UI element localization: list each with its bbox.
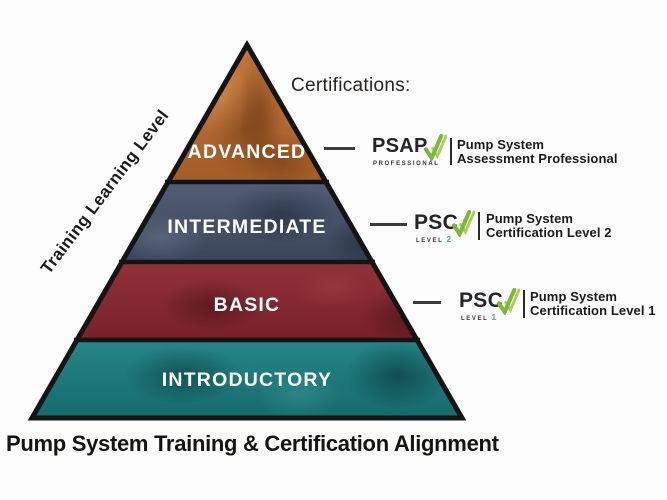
cert-desc-psap: Pump System Assessment Professional (457, 138, 618, 166)
cert-desc-psc-level2: Pump System Certification Level 2 (486, 212, 612, 240)
cert-sub-number: 2 (446, 235, 452, 244)
cert-desc-line1: Pump System (530, 289, 618, 304)
cert-desc-line1: Pump System (457, 137, 545, 152)
cert-sub-psc-level2: LEVEL 2 (416, 235, 451, 244)
double-checkmark-icon (452, 209, 475, 237)
cert-sub-psap: PROFESSIONAL (373, 158, 440, 167)
connector-line-psc-level2 (370, 223, 407, 226)
cert-divider (478, 212, 480, 240)
cert-sub-number: 1 (491, 313, 497, 322)
cert-desc-line2: Certification Level 1 (530, 303, 656, 318)
cert-abbr-psap: PSAP (372, 135, 428, 157)
cert-sub-prefix: LEVEL (461, 316, 489, 322)
double-checkmark-icon (424, 133, 447, 161)
cert-desc-psc-level1: Pump System Certification Level 1 (530, 290, 656, 318)
band-label-introductory: INTRODUCTORY (161, 369, 333, 391)
cert-divider (523, 290, 525, 318)
certifications-heading: Certifications: (291, 75, 411, 96)
cert-abbr-psc-level1: PSC (459, 289, 504, 312)
cert-divider (450, 138, 452, 165)
diagram-title: Pump System Training & Certification Ali… (6, 431, 499, 456)
cert-desc-line2: Certification Level 2 (486, 225, 612, 240)
band-label-basic: BASIC (213, 294, 281, 316)
connector-line-psap (324, 147, 355, 150)
band-label-advanced: ADVANCED (187, 141, 307, 163)
connector-line-psc-level1 (413, 301, 441, 304)
cert-desc-line2: Assessment Professional (457, 151, 618, 166)
cert-sub-prefix: PROFESSIONAL (373, 161, 440, 167)
band-label-intermediate: INTERMEDIATE (167, 216, 327, 238)
cert-sub-psc-level1: LEVEL 1 (461, 313, 496, 322)
cert-sub-prefix: LEVEL (416, 238, 444, 244)
double-checkmark-icon (497, 287, 520, 315)
cert-abbr-psc-level2: PSC (414, 211, 459, 234)
cert-desc-line1: Pump System (486, 211, 574, 226)
